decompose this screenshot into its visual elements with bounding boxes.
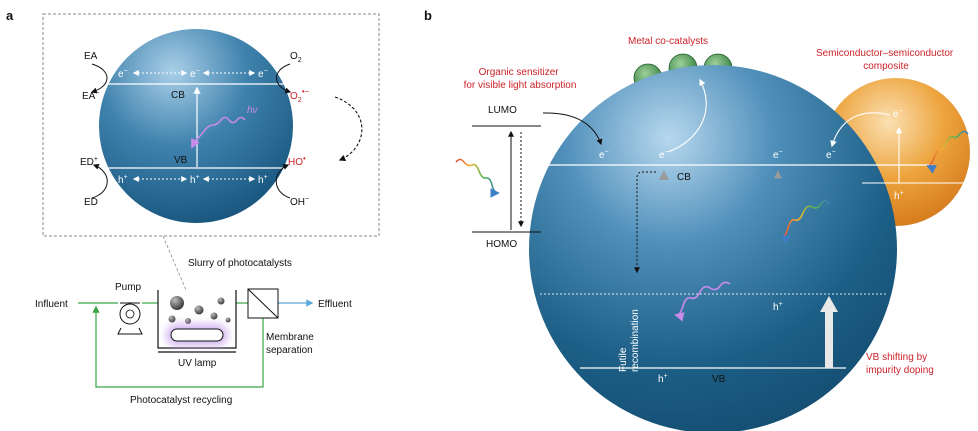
semiconductor-composite-label: Semiconductor–semiconductor composite <box>816 48 956 72</box>
radical-conversion-arrow <box>334 96 363 161</box>
uv-lamp-label: UV lamp <box>178 358 217 369</box>
recycling-label: Photocatalyst recycling <box>130 395 232 406</box>
membrane-icon <box>247 288 279 319</box>
electron-mid: e− <box>190 68 200 80</box>
homo-label: HOMO <box>486 239 517 250</box>
ed-label: ED <box>84 197 98 208</box>
pump-icon <box>117 302 143 335</box>
uv-lamp-icon <box>166 324 228 346</box>
electron-b-2: e− <box>659 149 669 161</box>
influent-label: Influent <box>35 299 68 310</box>
photoreactor <box>157 290 237 353</box>
electron-left: e− <box>118 68 128 80</box>
composite-electron: e− <box>893 108 903 120</box>
inset-frame <box>42 13 380 237</box>
vb-shift-label: VB shifting by impurity doping <box>866 352 934 376</box>
electron-right: e− <box>258 68 268 80</box>
oh-oxidation-arrow <box>275 164 291 199</box>
cb-label-b: CB <box>677 172 691 183</box>
o2-label: O2 <box>290 51 302 64</box>
hole-mid: h+ <box>190 174 200 186</box>
composite-electron-transfer-arrow <box>830 112 891 148</box>
hole-b-shifted: h+ <box>773 301 783 313</box>
hole-b-vb: h+ <box>658 373 668 385</box>
electron-b-4: e− <box>826 149 836 161</box>
hydroxide-label: OH− <box>290 196 309 208</box>
sensitizer-injection-arrow <box>542 112 603 146</box>
composite-hole: h+ <box>894 190 904 202</box>
electron-row-b: e− e− e− e− <box>599 149 836 161</box>
photocatalyst-particle <box>99 29 293 223</box>
hole-row-b: h+ h+ <box>658 301 783 385</box>
lumo-label: LUMO <box>488 105 517 116</box>
panel-a-label: a <box>6 8 14 23</box>
hydroxyl-radical-label: HO• <box>288 154 306 168</box>
hole-row: h+ h+ h+ <box>118 174 268 186</box>
ed-oxidation-arrow <box>91 163 108 199</box>
sensitizer-photon-wave <box>455 158 500 198</box>
ea-label: EA <box>84 51 98 62</box>
photon-wave-violet <box>674 281 731 322</box>
cb-label: CB <box>171 90 185 101</box>
ea-minus-label: EA− <box>82 90 99 102</box>
electron-b-3: e− <box>773 149 783 161</box>
membrane-label: Membrane separation <box>266 332 317 356</box>
electron-b-1: e− <box>599 149 609 161</box>
vb-label-b: VB <box>712 374 726 385</box>
photon-wave-visible <box>780 200 831 245</box>
hole-right: h+ <box>258 174 268 186</box>
hv-label: hν <box>247 105 258 116</box>
electron-to-cocatalyst-arrow <box>667 78 707 153</box>
panel-b-label: b <box>424 8 432 23</box>
composite-photon-wave <box>926 130 969 174</box>
photocatalyst-particle-large <box>529 65 897 431</box>
effluent-label: Effluent <box>318 299 352 310</box>
metal-cocatalysts-label: Metal co-catalysts <box>628 36 708 47</box>
recycling-loop <box>92 305 264 388</box>
superoxide-label: O2•− <box>290 87 309 104</box>
organic-sensitizer-label: Organic sensitizer for visible light abs… <box>464 67 577 91</box>
vb-label: VB <box>174 155 188 166</box>
slurry-label: Slurry of photocatalysts <box>188 258 292 269</box>
hole-left: h+ <box>118 174 128 186</box>
pump-label: Pump <box>115 282 142 293</box>
electron-row: e− e− e− <box>118 68 268 80</box>
inset-connector <box>162 235 187 291</box>
vb-shift-arrow <box>820 296 838 368</box>
ea-reduction-arrow <box>90 63 108 94</box>
o2-reduction-arrow <box>276 63 292 94</box>
futile-recombination-label: Futile recombination <box>618 309 641 372</box>
photon-wave-icon <box>191 116 246 149</box>
ed-plus-label: ED+ <box>80 156 98 168</box>
